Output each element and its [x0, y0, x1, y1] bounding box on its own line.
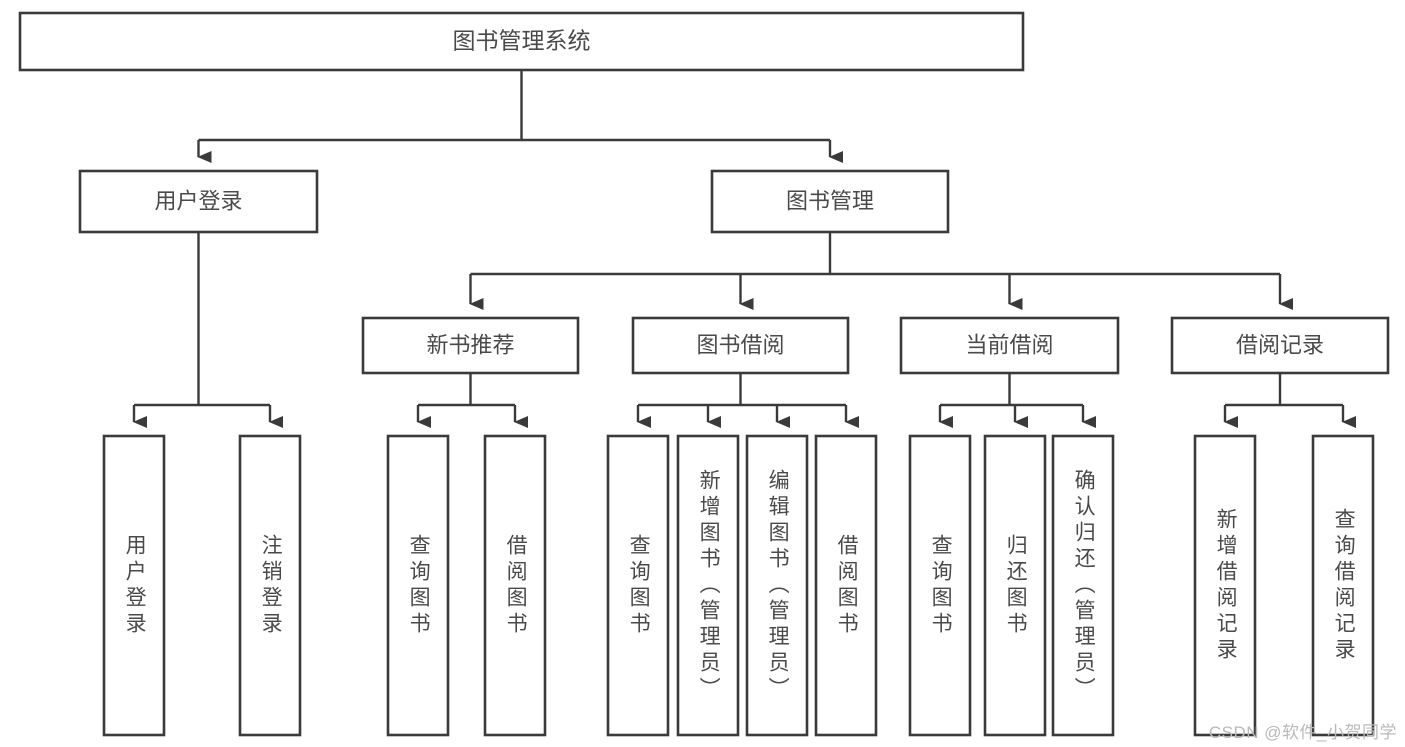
- node-box-current-borrow[interactable]: [899, 316, 1120, 375]
- node-label-book-borrow: 图书借阅: [696, 332, 784, 357]
- node-box-leaf-edit-book[interactable]: [745, 434, 809, 737]
- connectors-layer: [132, 70, 1356, 428]
- node-box-leaf-user-login[interactable]: [102, 434, 166, 737]
- node-box-borrow-record[interactable]: [1170, 316, 1390, 375]
- node-box-leaf-query-book-current[interactable]: [908, 434, 972, 737]
- node-label-root: 图书管理系统: [453, 28, 591, 54]
- node-label-borrow-record: 借阅记录: [1236, 332, 1324, 357]
- node-box-leaf-add-book[interactable]: [676, 434, 740, 737]
- node-label-new-book-recommend: 新书推荐: [426, 332, 514, 357]
- node-label-current-borrow: 当前借阅: [965, 332, 1053, 357]
- boxes-layer: [18, 11, 1390, 737]
- node-box-root[interactable]: [18, 11, 1025, 72]
- node-label-book-manage: 图书管理: [786, 188, 874, 213]
- node-box-leaf-query-book-borrow[interactable]: [606, 434, 670, 737]
- node-box-leaf-return-book[interactable]: [983, 434, 1047, 737]
- node-box-book-borrow[interactable]: [631, 316, 850, 375]
- node-box-book-manage[interactable]: [710, 169, 950, 234]
- node-box-leaf-query-borrow-record[interactable]: [1311, 434, 1375, 737]
- node-box-leaf-query-book-recommend[interactable]: [386, 434, 450, 737]
- csdn-watermark: CSDN @软件_小贺同学: [1208, 723, 1397, 742]
- node-box-leaf-logout[interactable]: [238, 434, 302, 737]
- node-box-leaf-borrow-book-recommend[interactable]: [483, 434, 547, 737]
- node-box-new-book-recommend[interactable]: [361, 316, 580, 375]
- node-box-leaf-confirm-return[interactable]: [1051, 434, 1115, 737]
- node-box-leaf-add-borrow-record[interactable]: [1193, 434, 1257, 737]
- node-box-user-login[interactable]: [78, 169, 319, 234]
- node-label-user-login: 用户登录: [154, 188, 242, 213]
- node-box-leaf-borrow-book[interactable]: [814, 434, 878, 737]
